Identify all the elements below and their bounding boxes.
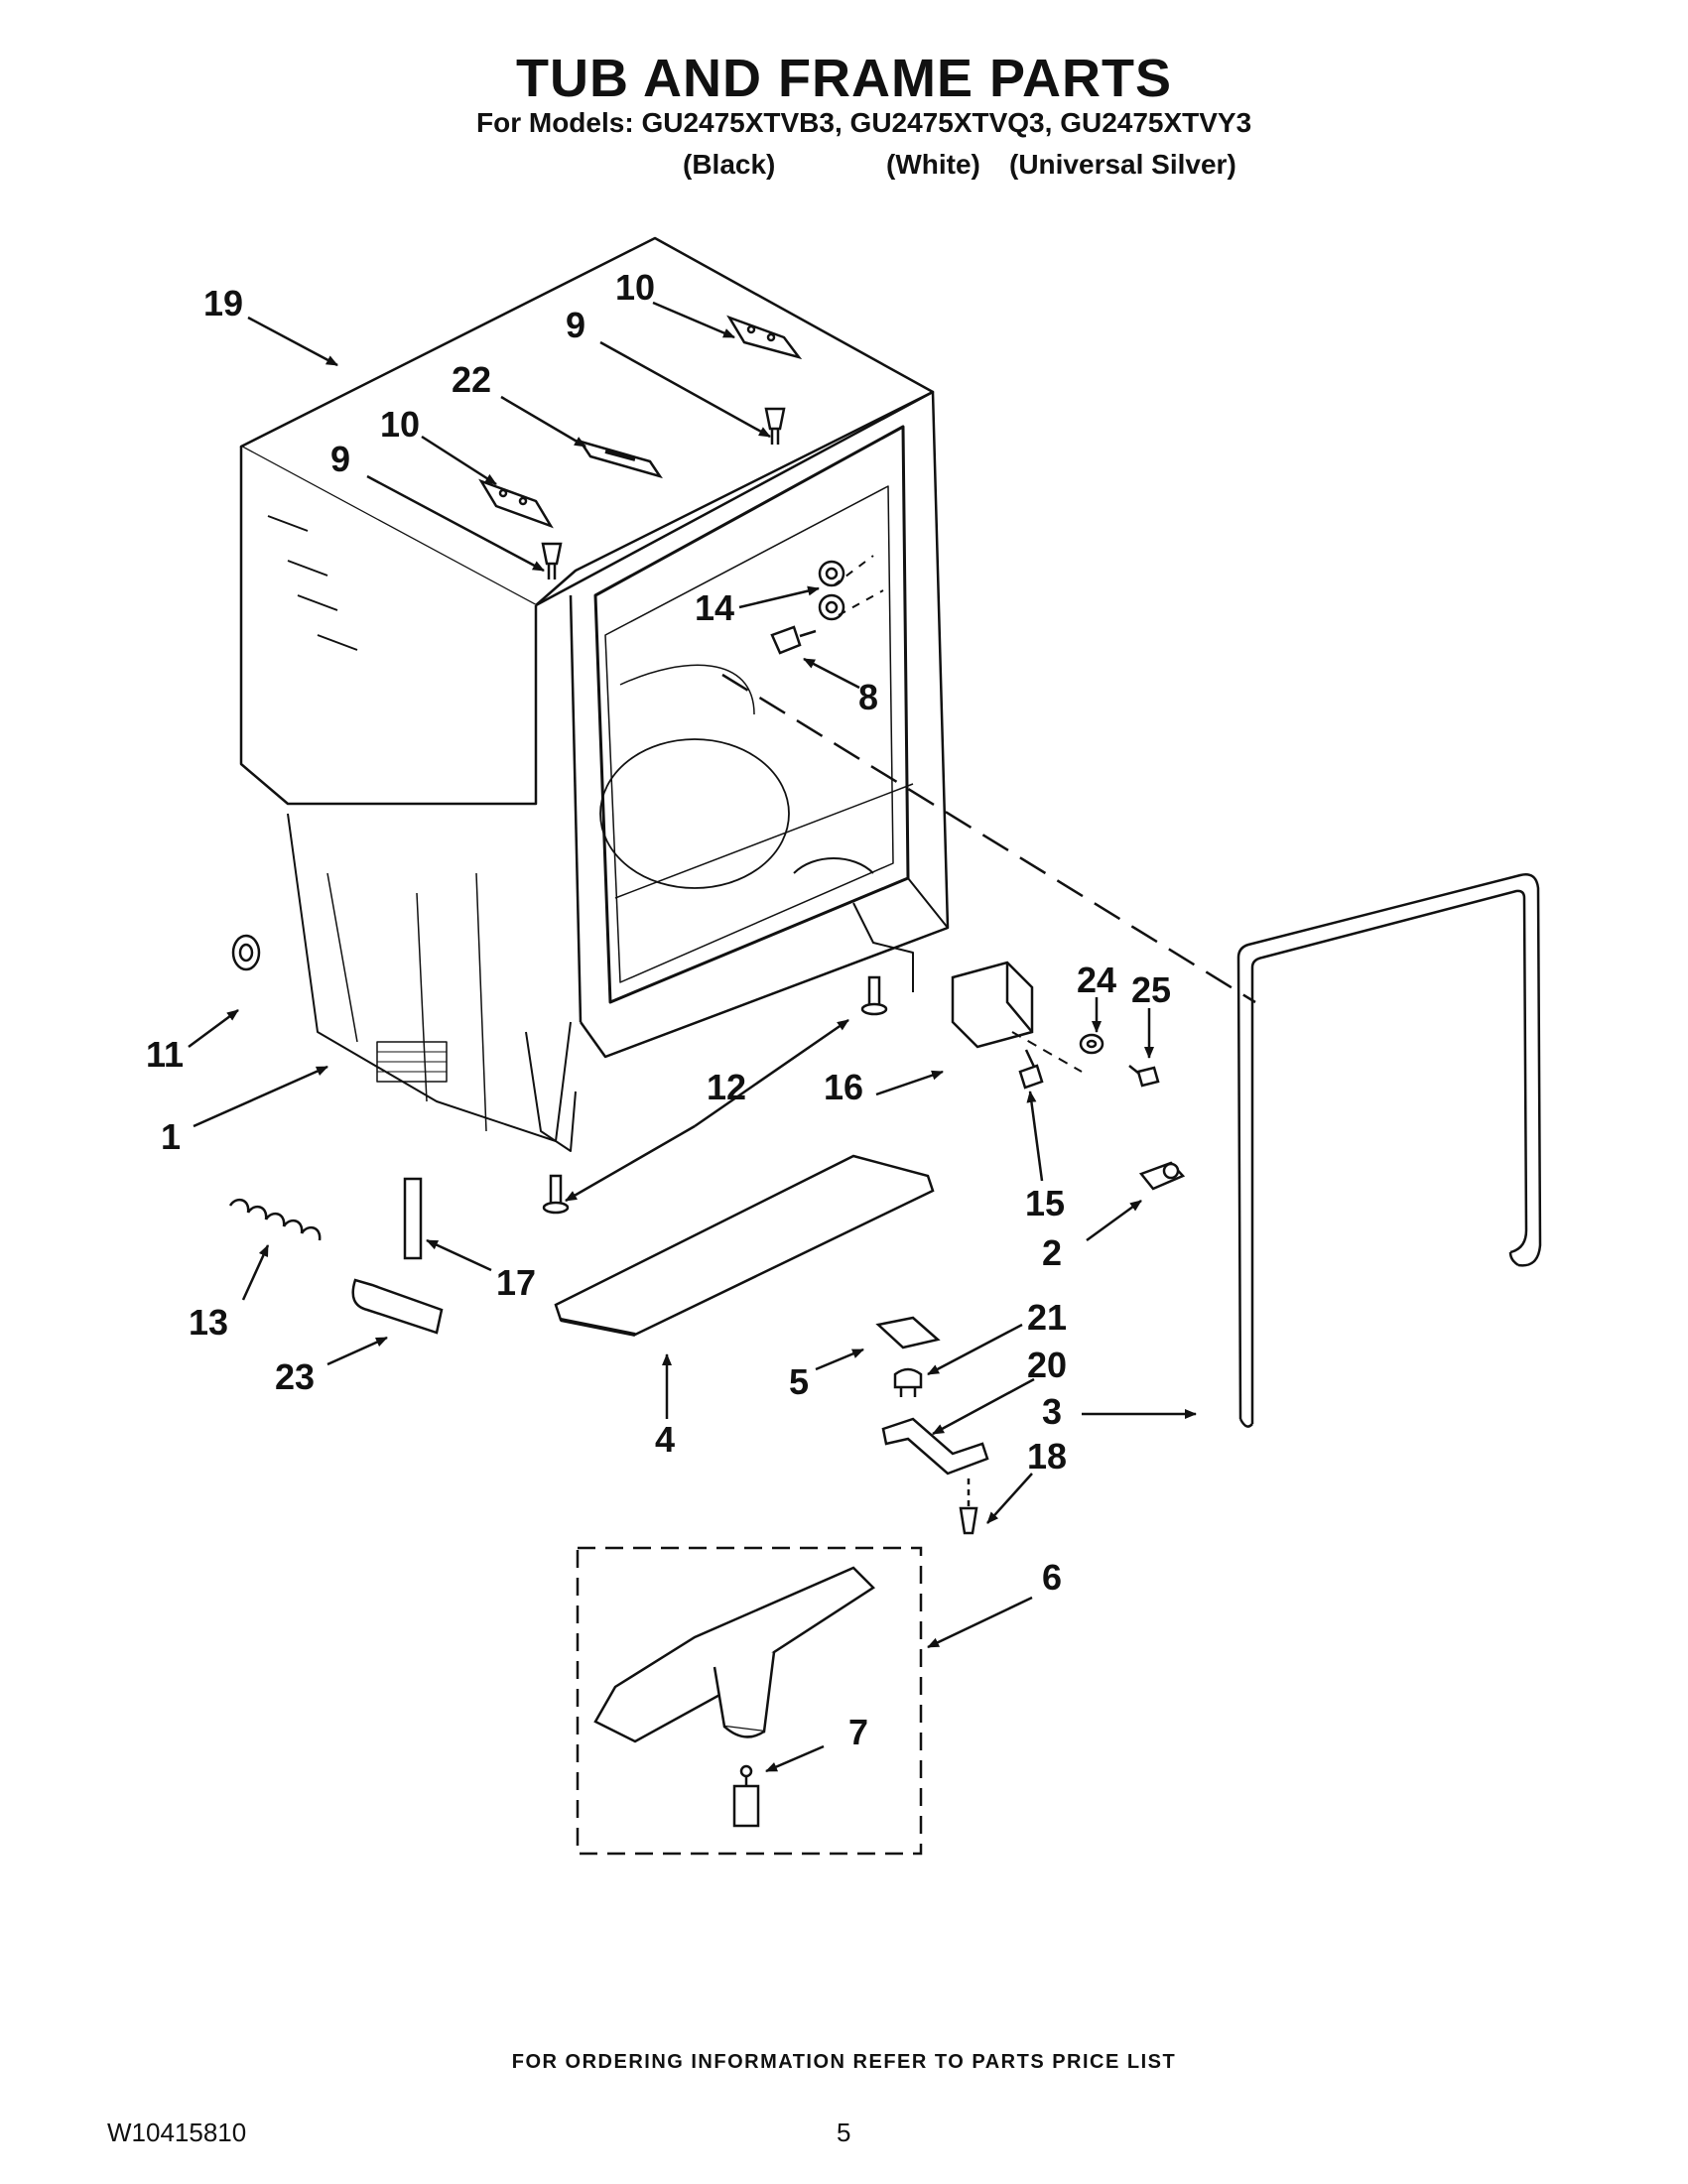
nut-11 bbox=[231, 934, 261, 971]
callout-16: 16 bbox=[824, 1067, 863, 1107]
color-label-white: (White) bbox=[886, 149, 980, 180]
inset-box-6 bbox=[576, 1546, 923, 1856]
callout-9-lower: 9 bbox=[330, 439, 350, 479]
screw-18 bbox=[959, 1478, 978, 1535]
leveling-leg-lower bbox=[542, 1174, 570, 1215]
bracket-22 bbox=[578, 439, 663, 479]
manifold-6 bbox=[593, 1566, 875, 1743]
screw-15 bbox=[1018, 1049, 1044, 1090]
screw-8 bbox=[770, 625, 817, 655]
callout-20: 20 bbox=[1027, 1345, 1067, 1385]
callout-25: 25 bbox=[1131, 969, 1171, 1010]
callout-6: 6 bbox=[1042, 1557, 1062, 1598]
callout-19: 19 bbox=[203, 283, 243, 323]
page-title: TUB AND FRAME PARTS bbox=[516, 49, 1172, 108]
callout-10-lower: 10 bbox=[380, 404, 420, 445]
callout-21: 21 bbox=[1027, 1297, 1067, 1338]
alignment-line-bracket bbox=[1011, 1031, 1083, 1073]
callout-23: 23 bbox=[275, 1356, 315, 1397]
callout-17: 17 bbox=[496, 1262, 536, 1303]
thermostat-21 bbox=[893, 1367, 923, 1397]
callout-22: 22 bbox=[452, 359, 491, 400]
callout-24: 24 bbox=[1077, 960, 1116, 1000]
bracket-20 bbox=[881, 1417, 989, 1476]
bracket-16 bbox=[951, 961, 1034, 1049]
callout-9-upper: 9 bbox=[566, 305, 585, 345]
callout-13: 13 bbox=[189, 1302, 228, 1343]
callout-1: 1 bbox=[161, 1116, 181, 1157]
washer-24 bbox=[1079, 1033, 1104, 1055]
callout-15: 15 bbox=[1025, 1183, 1065, 1223]
color-label-black: (Black) bbox=[683, 149, 776, 180]
clip-2 bbox=[1138, 1161, 1186, 1191]
panel-4-edge bbox=[560, 1318, 636, 1337]
callout-3: 3 bbox=[1042, 1391, 1062, 1432]
ordering-note: FOR ORDERING INFORMATION REFER TO PARTS … bbox=[511, 2051, 1177, 2073]
wheel-14 bbox=[818, 560, 845, 621]
callout-14: 14 bbox=[695, 587, 734, 628]
hinge-bracket-lower bbox=[478, 478, 554, 529]
panel-4 bbox=[554, 1154, 935, 1337]
callout-7: 7 bbox=[848, 1712, 868, 1752]
callout-5: 5 bbox=[789, 1361, 809, 1402]
plate-5 bbox=[875, 1316, 941, 1349]
valve-7 bbox=[732, 1764, 760, 1828]
screw-upper bbox=[764, 407, 786, 445]
callout-12: 12 bbox=[707, 1067, 746, 1107]
document-number: W10415810 bbox=[107, 2118, 247, 2147]
color-label-silver: (Universal Silver) bbox=[1009, 149, 1236, 180]
hinge-bracket-upper bbox=[726, 315, 803, 360]
screw-25 bbox=[1128, 1065, 1160, 1088]
leader-arrows bbox=[188, 301, 1197, 1773]
pad-23 bbox=[351, 1278, 444, 1335]
strip-17 bbox=[403, 1177, 423, 1260]
callout-11: 11 bbox=[146, 1034, 184, 1075]
screw-lower bbox=[541, 542, 563, 579]
tub-assembly bbox=[239, 236, 950, 1152]
door-gasket-3 bbox=[1236, 873, 1542, 1428]
callout-10-upper: 10 bbox=[615, 267, 655, 308]
page-number: 5 bbox=[837, 2118, 851, 2147]
alignment-line-main bbox=[721, 673, 1256, 1004]
callout-labels: 19 10 9 22 10 9 14 8 11 1 12 16 24 25 15… bbox=[146, 267, 1171, 1752]
spring-13 bbox=[228, 1198, 322, 1241]
models-line: For Models: GU2475XTVB3, GU2475XTVQ3, GU… bbox=[476, 107, 1252, 138]
callout-8: 8 bbox=[858, 677, 878, 717]
callout-2: 2 bbox=[1042, 1232, 1062, 1273]
callout-18: 18 bbox=[1027, 1436, 1067, 1477]
leveling-leg-upper bbox=[860, 975, 888, 1016]
callout-4: 4 bbox=[655, 1419, 675, 1460]
